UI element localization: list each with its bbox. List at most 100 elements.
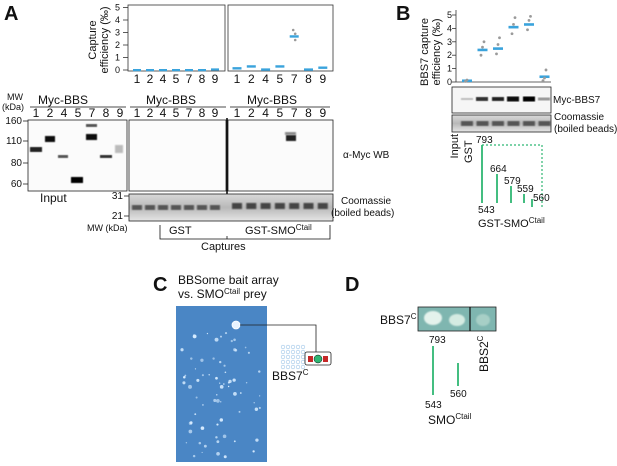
panel-b-ytick-label: 4 <box>447 23 452 33</box>
panel-a-ytick-label: 5 <box>115 3 120 13</box>
panel-a-coomassie-band <box>317 203 328 209</box>
panel-c-colony <box>201 374 204 377</box>
panel-a-lane-label: 8 <box>199 72 206 86</box>
panel-b-point <box>526 28 529 32</box>
panel-a-coomassie-band <box>303 203 314 209</box>
panel-a-ytick-label: 4 <box>115 15 120 25</box>
panel-a-lane-label: 1 <box>234 72 241 86</box>
panel-c-colony <box>190 357 193 360</box>
panel-c-colony <box>214 337 219 342</box>
panel-b-residue-543: 543 <box>478 205 495 216</box>
panel-c-colony <box>192 454 196 458</box>
panel-c-colony <box>223 455 227 459</box>
panel-a-gst-mean <box>185 69 193 72</box>
panel-b-ylabel-2: efficiency (‰) <box>431 18 443 85</box>
panel-a-capture-lane: 9 <box>212 106 219 120</box>
panel-b-ytick-label: 1 <box>447 64 452 74</box>
panel-c-colony <box>215 436 218 439</box>
panel-b-ytick-label: 2 <box>447 50 452 60</box>
panel-b-mean <box>524 23 534 26</box>
panel-a-ylabel-2: efficiency (‰) <box>99 6 111 73</box>
panel-c-colony <box>208 374 210 376</box>
panel-a-lane-label: 8 <box>305 72 312 86</box>
panel-c-colony <box>212 357 215 360</box>
panel-c-colony <box>258 406 261 410</box>
panel-b-ytick-label: 0 <box>447 77 452 87</box>
panel-a-coomassie-band <box>232 203 242 209</box>
panel-c-colony <box>194 413 197 416</box>
panel-c-colony <box>196 378 200 382</box>
panel-c-colony <box>244 346 247 349</box>
panel-b-western-bands <box>461 96 550 102</box>
panel-c-colony <box>192 334 197 339</box>
panel-a-smo-mean <box>289 35 299 38</box>
panel-c-colony <box>203 444 207 448</box>
panel-a-lane-label: 9 <box>212 72 219 86</box>
panel-a-smo-mean <box>261 68 271 71</box>
panel-c-colony <box>206 332 209 335</box>
panel-b-point <box>513 16 517 20</box>
panel-b-smo-constructs <box>481 144 543 207</box>
panel-c-colony <box>180 348 184 352</box>
panel-c-colony <box>201 451 203 454</box>
panel-a-capture-lane: 8 <box>305 106 312 120</box>
panel-a-lane-label: 7 <box>186 72 193 86</box>
panel-b-residue-560: 560 <box>533 193 550 204</box>
panel-b-point <box>541 79 545 83</box>
panel-b-chart-marks <box>462 14 550 83</box>
panel-a-input-lane: 7 <box>89 106 96 120</box>
panel-b-ytick-label: 3 <box>447 37 452 47</box>
panel-a-smo-mean <box>232 67 242 70</box>
panel-b-residue-793: 793 <box>476 135 493 146</box>
panel-a-mw-bottom: MW (kDa) <box>87 223 128 233</box>
panel-c-colony <box>188 384 192 389</box>
panel-b-point <box>512 22 515 26</box>
panel-a-lane-label: 4 <box>160 72 167 86</box>
panel-b-point <box>481 45 484 49</box>
panel-c-colony <box>200 426 205 430</box>
panel-a-gst-mean <box>172 69 180 72</box>
panel-a-input-lane: 9 <box>117 106 124 120</box>
panel-c-title-1: BBSome bait array <box>178 273 279 287</box>
panel-b-point <box>498 36 501 40</box>
panel-a-mw-gel-marker: 21 <box>112 211 124 222</box>
panel-a-smo-mean <box>246 65 256 68</box>
panel-b-point <box>482 40 486 44</box>
panel-a-gst-smo-label: GST-SMOCtail <box>245 223 312 237</box>
panel-a-smo-point <box>291 28 295 32</box>
panel-c-colony <box>252 450 255 453</box>
panel-c-colony <box>215 376 218 380</box>
panel-d-bbs7-label: BBS7C <box>380 312 417 327</box>
panel-b-band <box>492 97 504 101</box>
panel-a-chart-marks <box>133 28 328 72</box>
panel-a-coomassie-band <box>158 205 168 210</box>
panel-c-colony <box>233 391 237 396</box>
panel-a-capture-lane: 2 <box>147 106 154 120</box>
panel-b-coomassie-band <box>538 121 551 126</box>
panel-d-residue-560: 560 <box>450 389 467 400</box>
panel-a-wb-label: α-Myc WB <box>343 150 390 161</box>
panel-d-residue-793: 793 <box>429 335 446 346</box>
panel-b-point <box>465 78 469 82</box>
panel-c-hit-colony <box>231 320 241 330</box>
panel-c-colony <box>219 360 222 364</box>
panel-a-mw-marker: 60 <box>11 179 23 190</box>
panel-c-colony <box>245 382 248 384</box>
panel-a-lane-label: 2 <box>248 72 255 86</box>
panel-a-capture-lane: 1 <box>234 106 241 120</box>
panel-a-input-lane: 8 <box>103 106 110 120</box>
panel-a-plot-gst <box>127 4 226 72</box>
panel-a-input-label: Input <box>40 191 67 205</box>
panel-d-label: D <box>345 274 359 296</box>
panel-b-band <box>523 96 535 102</box>
panel-a-coomassie-label: Coomassie <box>341 196 391 207</box>
panel-c-colony <box>258 370 261 373</box>
panel-b-mean <box>477 48 488 52</box>
panel-b-coomassie-band <box>507 121 520 126</box>
panel-a-ytick-label: 1 <box>115 53 120 63</box>
panel-a-coomassie-band <box>274 203 285 209</box>
panel-c-colony <box>254 407 259 411</box>
